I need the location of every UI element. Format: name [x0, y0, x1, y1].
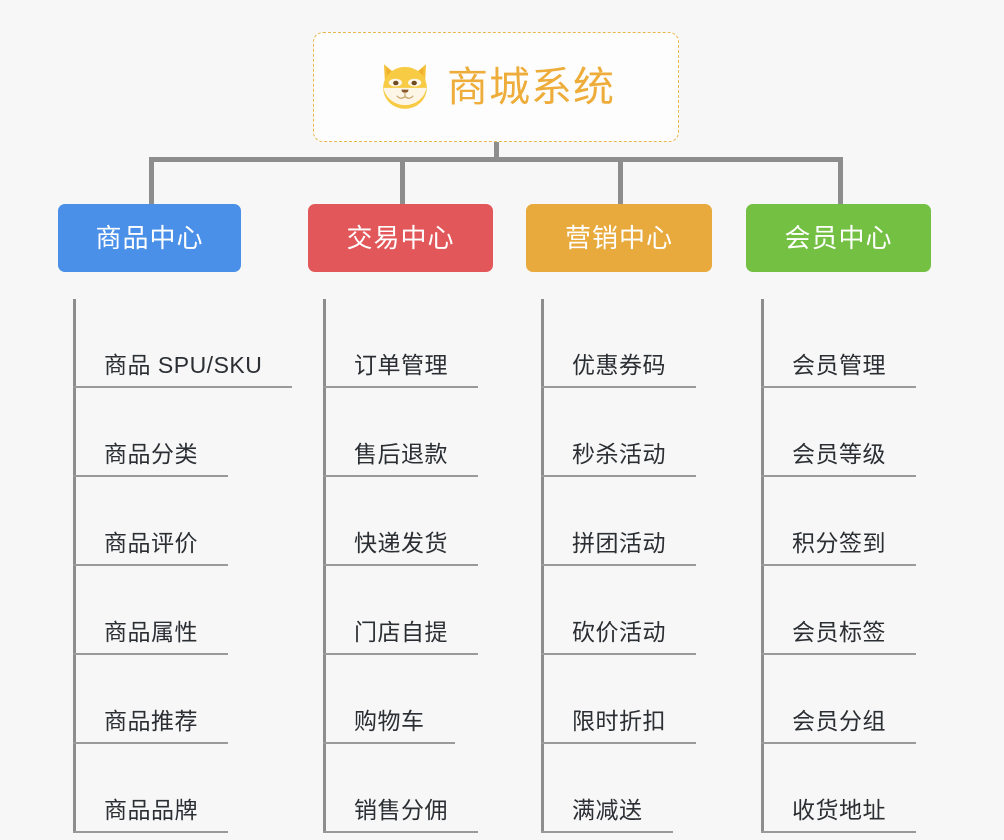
list-item-label: 订单管理: [354, 351, 448, 378]
list-item[interactable]: 商品推荐: [73, 655, 292, 744]
category-box-2[interactable]: 交易中心: [308, 204, 493, 272]
list-item-label: 销售分佣: [354, 796, 448, 823]
branch-column-4: 会员中心 会员管理 会员等级 积分签到 会员标签 会员分组 收货地址: [746, 204, 931, 833]
list-item[interactable]: 会员等级: [761, 388, 931, 477]
list-item-label: 商品评价: [104, 529, 198, 556]
list-item-label: 满减送: [572, 796, 643, 823]
connector-drop-1: [149, 157, 154, 207]
list-item-label: 会员标签: [792, 618, 886, 645]
list-item-label: 快递发货: [354, 529, 448, 556]
list-item-label: 购物车: [354, 707, 425, 734]
list-item[interactable]: 优惠券码: [541, 299, 712, 388]
category-box-3[interactable]: 营销中心: [526, 204, 712, 272]
connector-root-stem: [494, 142, 499, 160]
list-item[interactable]: 满减送: [541, 744, 712, 833]
category-label-1: 商品中心: [95, 223, 204, 253]
connector-drop-2: [400, 157, 405, 207]
leaf-list-4: 会员管理 会员等级 积分签到 会员标签 会员分组 收货地址: [761, 299, 931, 833]
category-label-2: 交易中心: [346, 223, 455, 253]
list-item[interactable]: 购物车: [323, 655, 493, 744]
list-item[interactable]: 销售分佣: [323, 744, 493, 833]
branch-column-3: 营销中心 优惠券码 秒杀活动 拼团活动 砍价活动 限时折扣 满减送: [526, 204, 712, 833]
list-item[interactable]: 积分签到: [761, 477, 931, 566]
leaf-list-1: 商品 SPU/SKU 商品分类 商品评价 商品属性 商品推荐 商品品牌: [73, 299, 293, 833]
connector-drop-4: [838, 157, 843, 207]
root-title: 商城系统: [447, 63, 615, 110]
list-item[interactable]: 收货地址: [761, 744, 931, 833]
list-item-label: 商品推荐: [104, 707, 198, 734]
category-label-4: 会员中心: [784, 223, 893, 253]
list-item[interactable]: 门店自提: [323, 566, 493, 655]
list-item-label: 拼团活动: [572, 529, 666, 556]
list-item[interactable]: 商品属性: [73, 566, 292, 655]
list-item[interactable]: 商品 SPU/SKU: [73, 299, 293, 388]
list-item[interactable]: 会员分组: [761, 655, 931, 744]
list-item-label: 优惠券码: [572, 351, 666, 378]
list-item-label: 商品品牌: [104, 796, 198, 823]
list-item[interactable]: 秒杀活动: [541, 388, 712, 477]
list-item[interactable]: 砍价活动: [541, 566, 712, 655]
list-item-label: 商品 SPU/SKU: [104, 351, 263, 378]
category-label-3: 营销中心: [564, 223, 673, 253]
list-item[interactable]: 订单管理: [323, 299, 493, 388]
list-item-label: 限时折扣: [572, 707, 666, 734]
category-box-4[interactable]: 会员中心: [746, 204, 931, 272]
list-item-label: 会员分组: [792, 707, 886, 734]
list-item-label: 收货地址: [792, 796, 886, 823]
list-item[interactable]: 拼团活动: [541, 477, 712, 566]
list-item-label: 秒杀活动: [572, 440, 666, 467]
list-item[interactable]: 商品品牌: [73, 744, 292, 833]
root-node-mall-system[interactable]: 商城系统: [313, 32, 679, 142]
list-item[interactable]: 商品评价: [73, 477, 292, 566]
list-item[interactable]: 限时折扣: [541, 655, 712, 744]
connector-drop-3: [618, 157, 623, 207]
list-item-label: 会员管理: [792, 351, 886, 378]
branch-column-1: 商品中心 商品 SPU/SKU 商品分类 商品评价 商品属性 商品推荐 商品品牌: [58, 204, 293, 833]
list-item[interactable]: 会员标签: [761, 566, 931, 655]
branch-column-2: 交易中心 订单管理 售后退款 快递发货 门店自提 购物车 销售分佣: [308, 204, 493, 833]
list-item[interactable]: 快递发货: [323, 477, 493, 566]
list-item-label: 会员等级: [792, 440, 886, 467]
list-item-label: 砍价活动: [572, 618, 666, 645]
shiba-dog-icon: [377, 59, 433, 115]
category-box-1[interactable]: 商品中心: [58, 204, 241, 272]
list-item-label: 门店自提: [354, 618, 448, 645]
list-item[interactable]: 售后退款: [323, 388, 493, 477]
list-item-label: 售后退款: [354, 440, 448, 467]
list-item-label: 商品分类: [104, 440, 198, 467]
list-item-label: 商品属性: [104, 618, 198, 645]
list-item[interactable]: 商品分类: [73, 388, 292, 477]
list-item[interactable]: 会员管理: [761, 299, 931, 388]
list-item-label: 积分签到: [792, 529, 886, 556]
leaf-list-3: 优惠券码 秒杀活动 拼团活动 砍价活动 限时折扣 满减送: [541, 299, 712, 833]
leaf-list-2: 订单管理 售后退款 快递发货 门店自提 购物车 销售分佣: [323, 299, 493, 833]
connector-horizontal-bus: [149, 157, 843, 162]
